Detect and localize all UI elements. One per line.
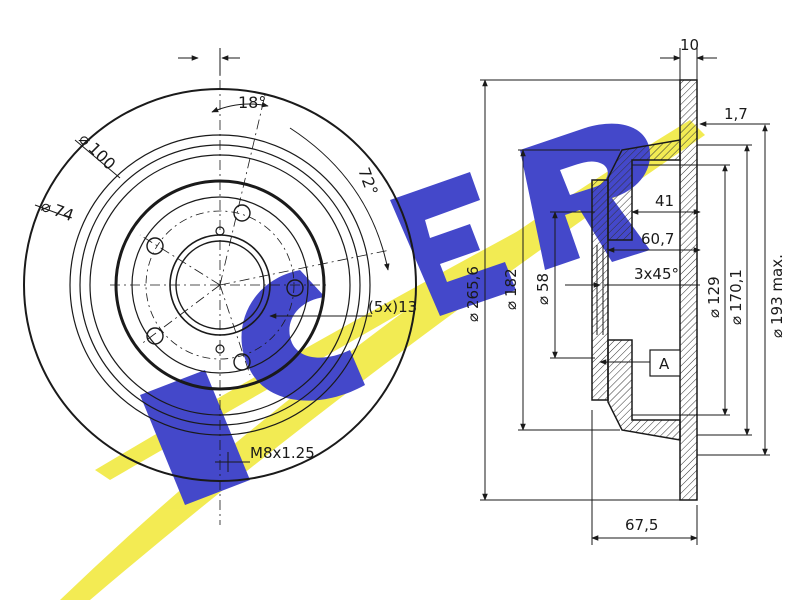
dia-265-value: 265,6 [464,266,482,309]
chamfer-label: 3x45° [634,265,679,283]
dia-193-label: ⌀ 193 max. [768,254,786,338]
diameter-symbol: ⌀ [768,329,786,338]
dia-182-label: ⌀ 182 [502,268,520,310]
bolt-hole [233,353,251,371]
friction-ring-section [679,79,698,501]
depth-41-label: 41 [655,192,674,210]
center-lines [110,60,391,525]
side-view [480,48,770,545]
radial-line [139,284,221,346]
thread-label: M8x1.25 [250,444,315,462]
radial-line [219,94,266,286]
diameter-symbol: ⌀ [534,296,552,305]
watermark-letter-c [241,270,365,401]
datum-a-box [649,349,681,377]
dia-182-value: 182 [502,268,520,297]
dia-129-value: 129 [705,276,723,305]
angle-arc-72 [289,127,390,271]
angle-18-label: 18° [238,93,266,112]
dia-74-leader [34,204,71,219]
diameter-symbol: ⌀ [705,309,723,318]
datum-a-label: A [659,355,670,373]
dia-129-label: ⌀ 129 [705,276,723,318]
radial-line [139,234,221,286]
dia-74-label: ⌀ 74 [39,196,77,225]
height-67-label: 67,5 [625,516,658,534]
side-dimension-lines [480,48,770,545]
min-thickness-label: 1,7 [724,105,748,123]
dia-100-value: 100 [84,139,119,174]
diameter-symbol: ⌀ [502,301,520,310]
angle-arc-18 [211,101,269,113]
thickness-label: 10 [680,36,699,54]
dia-58-value: 58 [534,273,552,292]
dia-74-value: 74 [51,200,77,225]
bolt-holes-label: (5x)13 [368,298,417,316]
front-view [23,48,417,525]
front-dimension-lines [34,48,390,472]
bolt-hole [146,327,164,345]
bolt-hole [233,204,251,222]
bolt-hole [286,279,304,297]
radial-line [219,284,251,376]
hat-section-top [607,139,681,241]
dia-265-label: ⌀ 265,6 [464,266,482,322]
dia-100-leader [74,139,121,179]
dia-170-value: 170,1 [727,269,745,312]
bolt-holes [146,204,304,371]
radial-line [219,249,391,286]
bolt-hole [146,237,164,255]
dia-100-label: ⌀ 100 [75,129,119,173]
dia-170-label: ⌀ 170,1 [727,269,745,325]
depth-60-label: 60,7 [641,230,674,248]
diameter-symbol: ⌀ [464,313,482,322]
diameter-symbol: ⌀ [727,316,745,325]
hub-face-section [591,179,609,401]
dia-193-value: 193 max. [768,254,786,325]
dia-58-label: ⌀ 58 [534,273,552,305]
